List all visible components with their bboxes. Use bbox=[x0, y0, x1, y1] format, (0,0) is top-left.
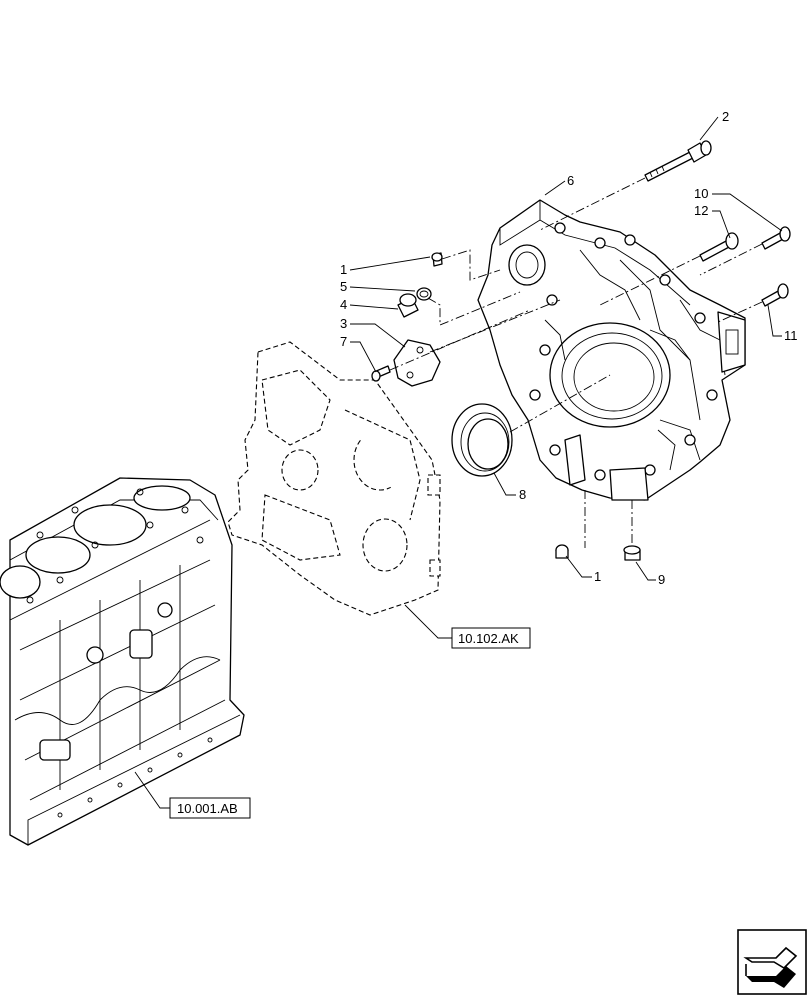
flywheel-housing bbox=[477, 199, 746, 501]
reference-10-001-ab[interactable]: 10.001.AB bbox=[169, 797, 251, 819]
engine-block bbox=[0, 477, 245, 846]
reference-label-10-001-ab: 10.001.AB bbox=[177, 801, 238, 816]
callout-1-upper: 1 bbox=[340, 262, 347, 277]
callout-3: 3 bbox=[340, 316, 347, 331]
screw-7 bbox=[371, 365, 391, 382]
callout-4: 4 bbox=[340, 297, 347, 312]
bolt-10 bbox=[761, 226, 791, 250]
gear-housing-phantom bbox=[227, 341, 441, 616]
next-page-arrow-icon[interactable] bbox=[737, 929, 807, 995]
bolt-11 bbox=[761, 283, 789, 307]
callout-2: 2 bbox=[722, 109, 729, 124]
plug-1-lower bbox=[555, 544, 569, 559]
bolt-2 bbox=[644, 140, 712, 182]
callout-7: 7 bbox=[340, 334, 347, 349]
callout-1-lower: 1 bbox=[594, 569, 601, 584]
plug-4 bbox=[397, 293, 419, 318]
seal-8 bbox=[451, 403, 513, 477]
reference-label-10-102-ak: 10.102.AK bbox=[458, 631, 519, 646]
o-ring-5 bbox=[416, 287, 432, 301]
callout-labels: 1 5 4 3 7 2 6 10 12 11 8 1 9 bbox=[340, 109, 798, 587]
cover-plate-3 bbox=[393, 339, 441, 387]
callout-11: 11 bbox=[784, 328, 798, 343]
plug-9 bbox=[623, 545, 641, 561]
callout-8: 8 bbox=[519, 487, 526, 502]
callout-12: 12 bbox=[694, 203, 708, 218]
callout-5: 5 bbox=[340, 279, 347, 294]
callout-9: 9 bbox=[658, 572, 665, 587]
plug-1-upper bbox=[431, 252, 443, 267]
bolt-12 bbox=[699, 232, 739, 262]
leader-lines bbox=[134, 116, 783, 809]
callout-10: 10 bbox=[694, 186, 708, 201]
callout-6: 6 bbox=[567, 173, 574, 188]
alignment-lines bbox=[389, 177, 763, 548]
reference-10-102-ak[interactable]: 10.102.AK bbox=[451, 627, 531, 649]
